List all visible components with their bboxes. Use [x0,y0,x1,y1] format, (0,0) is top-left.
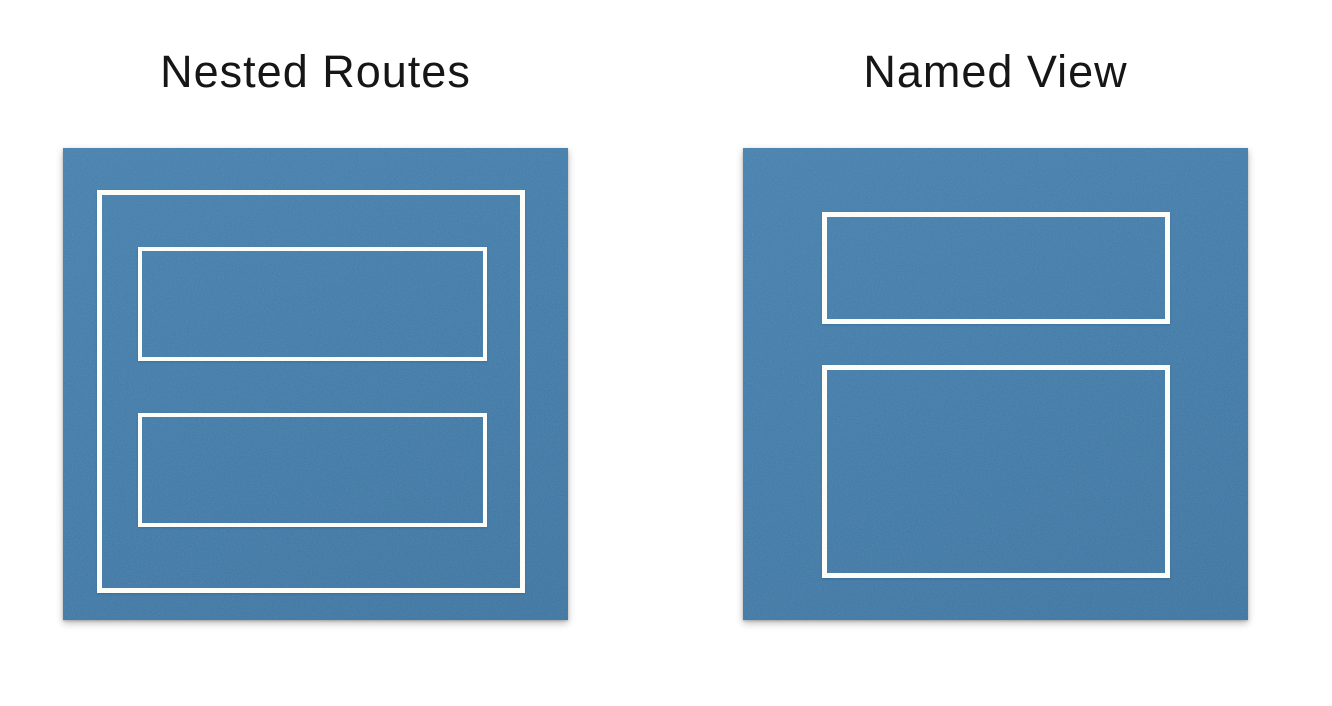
nested-routes-panel [63,148,568,620]
named-view-top-box [822,212,1170,324]
named-view-figure: Named View [743,0,1248,706]
outer-router-view-box [97,190,525,593]
named-view-panel [743,148,1248,620]
nested-routes-figure: Nested Routes [63,0,568,706]
named-view-title: Named View [863,46,1128,97]
nested-child-view-bottom-box [138,413,487,527]
nested-child-view-top-box [138,247,487,361]
named-view-bottom-box [822,365,1170,578]
nested-routes-title: Nested Routes [160,46,471,97]
